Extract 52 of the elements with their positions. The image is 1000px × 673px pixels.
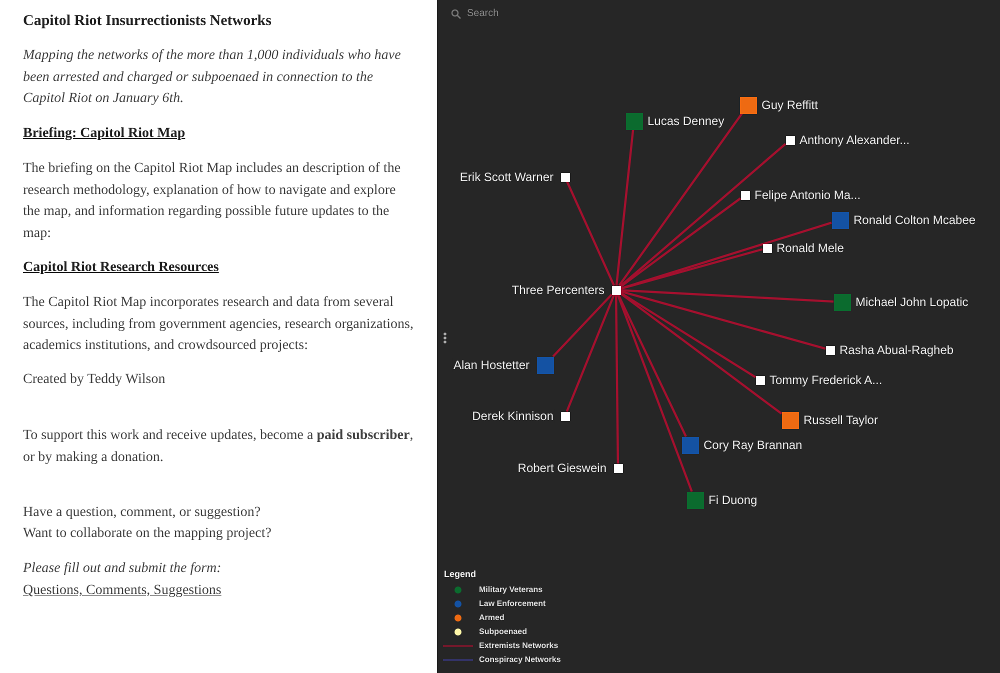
network-link <box>620 197 742 288</box>
legend-label: Armed <box>479 613 504 622</box>
legend-label: Subpoenaed <box>479 627 528 636</box>
legend-label: Law Enforcement <box>479 599 546 608</box>
node-label: Lucas Denney <box>646 114 726 128</box>
question-text: Want to collaborate on the mapping project? <box>23 525 272 543</box>
question-text: Have a question, comment, or suggestion? <box>23 504 262 522</box>
node-label: Ronald Colton Mcabee <box>852 213 977 227</box>
node-label: Russell Taylor <box>802 413 879 427</box>
node-label: Alan Hostetter <box>452 358 530 372</box>
network-link <box>620 289 834 303</box>
network-link <box>620 143 786 287</box>
node-label: Michael John Lopatic <box>854 295 970 309</box>
node-label: Ronald Mele <box>776 241 845 255</box>
search-field: Search <box>467 7 617 21</box>
network-link <box>620 248 763 290</box>
node-label: Tommy Frederick A... <box>768 373 884 387</box>
network-link <box>617 294 687 437</box>
form-link: Questions, Comments, Suggestions <box>23 582 222 600</box>
node-label: Cory Ray Brannan <box>702 438 804 452</box>
legend-heading: Legend <box>444 569 476 579</box>
network-link <box>618 112 743 286</box>
node-label: Fi Duong <box>708 493 758 507</box>
form-prompt: Please fill out and submit the form: <box>23 560 222 578</box>
legend-label: Military Veterans <box>479 585 543 594</box>
support-paragraph: To support this work and receive updates, become a paid subscriber, or by making a donation. <box>23 427 414 466</box>
network-link <box>615 129 634 286</box>
node-label: Erik Scott Warner <box>458 170 554 184</box>
page-title: Capitol Riot Insurrectionists Networks <box>23 12 272 31</box>
node-label: Derek Kinnison <box>471 409 554 423</box>
legend-label: Extremists Networks <box>479 641 558 650</box>
description-paragraph: The briefing on the Capitol Riot Map includes an description of the research methodology, explanation of how to navigate and explore the map, and information regarding possible future updates to the map: <box>23 160 402 242</box>
node-label: Rasha Abual-Ragheb <box>838 343 955 357</box>
network-link <box>614 294 620 464</box>
node-label: Robert Gieswein <box>516 461 608 475</box>
legend-label: Conspiracy Networks <box>479 655 561 664</box>
network-link <box>616 294 693 492</box>
node-label: Guy Reffitt <box>760 98 819 112</box>
briefing-link: Briefing: Capitol Riot Map <box>23 125 186 143</box>
network-link <box>552 294 613 358</box>
description-paragraph: The Capitol Riot Map incorporates research and data from several sources, including from government agencies, research organizations, academics institutions, and crowdsourced projects: <box>23 294 414 355</box>
subtitle-paragraph: Mapping the networks of the more than 1,000 individuals who have been arrested and charged or subpoenaed in connection to the Capitol Riot on January 6th. <box>23 47 402 108</box>
credit-text: Created by Teddy Wilson <box>23 371 166 389</box>
node-label: Anthony Alexander... <box>798 133 911 147</box>
node-label: Felipe Antonio Ma... <box>754 188 862 202</box>
network-link <box>566 181 615 286</box>
network-link <box>620 222 832 290</box>
network-link <box>620 290 826 350</box>
node-label: Three Percenters <box>510 283 606 297</box>
resources-link: Capitol Riot Research Resources <box>23 259 219 277</box>
network-link <box>620 292 756 378</box>
network-link <box>620 292 782 415</box>
